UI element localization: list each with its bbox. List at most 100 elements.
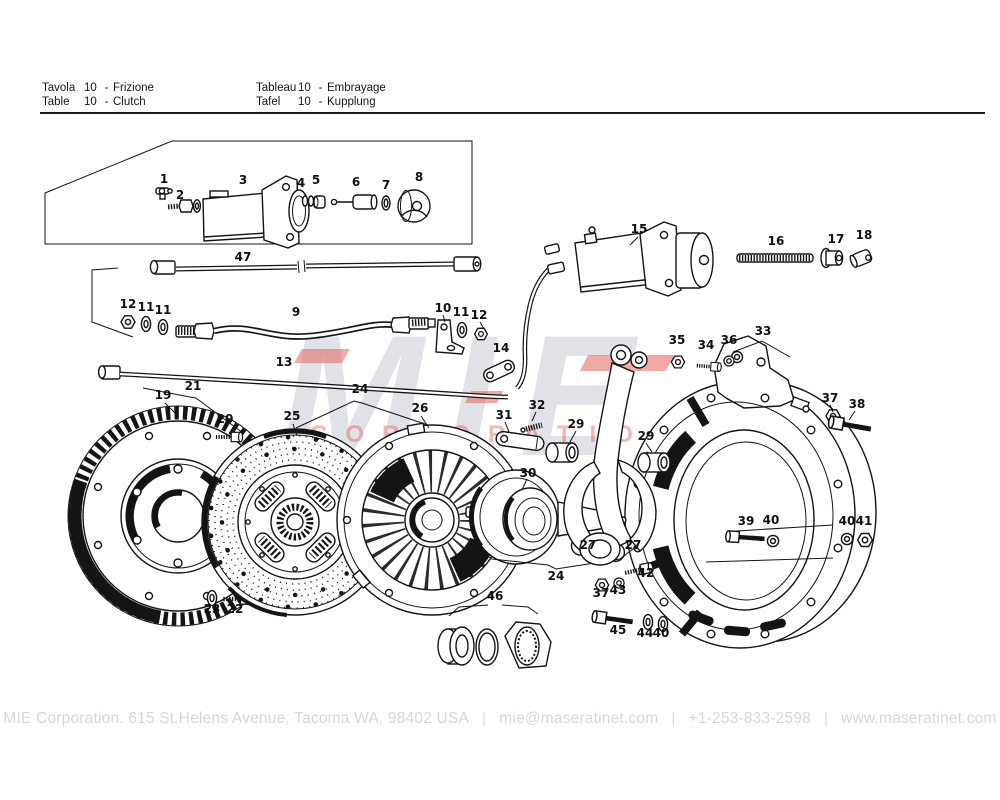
hex-nut [856, 532, 874, 548]
leader-line [569, 430, 577, 443]
title-row-english: Table 10 - Clutch [42, 96, 154, 110]
part-number-label: 26 [412, 401, 429, 415]
part-number-label: 42 [638, 566, 655, 580]
footer-separator: | [823, 710, 829, 727]
part-number-label: 41 [856, 514, 873, 528]
part-number-label: 13 [276, 355, 293, 369]
part-number-label: 31 [496, 408, 513, 422]
part-number-label: 12 [471, 308, 488, 322]
flywheel-group-bracket [142, 387, 244, 434]
part-number-label: 37 [593, 586, 610, 600]
part-number-label: 40 [763, 513, 780, 527]
part-number-label: 33 [755, 324, 772, 338]
part-number-label: 11 [138, 300, 155, 314]
dash: - [318, 95, 323, 108]
part-number-label: 35 [669, 333, 686, 347]
footer-phone: +1-253-833-2598 [688, 710, 811, 727]
part-number-label: 47 [235, 250, 252, 264]
part-number-label: 45 [610, 623, 627, 637]
leader-line [292, 423, 298, 437]
footer-separator: | [671, 710, 676, 727]
leader-line [164, 402, 176, 414]
part-number-label: 32 [529, 398, 546, 412]
dash: - [104, 95, 109, 108]
table-title-right: Tableau 10 - Embrayage Tafel 10 - Kupplu… [256, 82, 386, 109]
part-number-label: 3 [239, 173, 247, 187]
leader-line [521, 478, 528, 491]
part-number-label: 39 [738, 514, 755, 528]
part-number-label: 11 [453, 305, 470, 319]
leader-line [645, 442, 653, 453]
part-number-label: 12 [120, 297, 137, 311]
bleeder-fitting [155, 187, 173, 200]
title-row-french: Tableau 10 - Embrayage [256, 82, 386, 96]
push-rod [330, 194, 378, 210]
seal-ring [475, 628, 499, 666]
part-number-label: 23 [204, 602, 221, 616]
leader-line [420, 415, 430, 429]
table-number: 10 [298, 95, 311, 108]
pin-bushing [849, 249, 873, 268]
support-bracket [435, 319, 465, 355]
part-number-label: 21 [185, 379, 202, 393]
pilot-bearing-cup [437, 626, 475, 666]
table-name: Kupplung [327, 95, 376, 108]
part-number-label: 11 [155, 303, 172, 317]
title-label: Table [42, 95, 70, 108]
fork-bushing [545, 442, 579, 463]
washer [723, 355, 735, 367]
lock-nut [120, 315, 136, 329]
part-number-label: 9 [292, 305, 300, 319]
washer [456, 321, 468, 339]
part-number-label: 30 [520, 466, 537, 480]
release-fork [563, 344, 657, 566]
dash: - [318, 82, 323, 94]
footer-email: mie@maseratinet.com [499, 710, 659, 727]
part-number-label: 40 [653, 626, 670, 640]
washer [766, 534, 780, 548]
leader-line [531, 411, 537, 422]
part-number-label: 4 [297, 176, 305, 190]
table-name: Embrayage [327, 82, 386, 94]
table-title-left: Tavola 10 - Frizione Table 10 - Clutch [42, 82, 154, 109]
bearing-group-bracket [448, 604, 539, 617]
fork-pivot-pin [495, 430, 545, 452]
footer-contact-info: MIE Corporation. 615 St.Helens Avenue, T… [0, 710, 1000, 728]
dash: - [104, 82, 109, 94]
footer-separator: | [482, 710, 487, 727]
piston-cup [313, 195, 326, 209]
master-cylinder-group-box [44, 140, 473, 245]
threaded-rod [736, 253, 814, 263]
washer [840, 532, 854, 546]
part-number-label: 22 [227, 602, 244, 616]
set-screw [694, 359, 724, 374]
part-number-label: 46 [487, 589, 504, 603]
part-number-label: 15 [631, 222, 648, 236]
title-label: Tafel [256, 95, 281, 108]
table-name: Clutch [113, 95, 146, 108]
leader-line [504, 421, 510, 433]
leader-line [829, 404, 834, 413]
title-label: Tableau [256, 82, 297, 94]
part-number-label: 18 [856, 228, 873, 242]
part-number-label: 43 [610, 583, 627, 597]
bell-housing [624, 335, 877, 649]
part-number-label: 8 [415, 170, 423, 184]
part-number-label: 2 [176, 188, 184, 202]
part-number-label: 16 [768, 234, 785, 248]
header-rule [40, 112, 985, 114]
hydraulic-pipe-13 [97, 365, 509, 400]
table-number: 10 [84, 82, 97, 94]
link-lever [483, 359, 515, 383]
part-number-label: 14 [493, 341, 510, 355]
part-number-label: 10 [435, 301, 452, 315]
hydraulic-pipe-to-cylinder [515, 264, 554, 390]
table-name: Frizione [113, 82, 154, 94]
part-number-label: 6 [352, 175, 360, 189]
part-number-label: 1 [160, 172, 168, 186]
part-number-label: 27 [580, 538, 597, 552]
footer-address: MIE Corporation. 615 St.Helens Avenue, T… [3, 710, 469, 727]
part-number-label: 44 [637, 626, 654, 640]
housing-label-leader [732, 340, 791, 358]
